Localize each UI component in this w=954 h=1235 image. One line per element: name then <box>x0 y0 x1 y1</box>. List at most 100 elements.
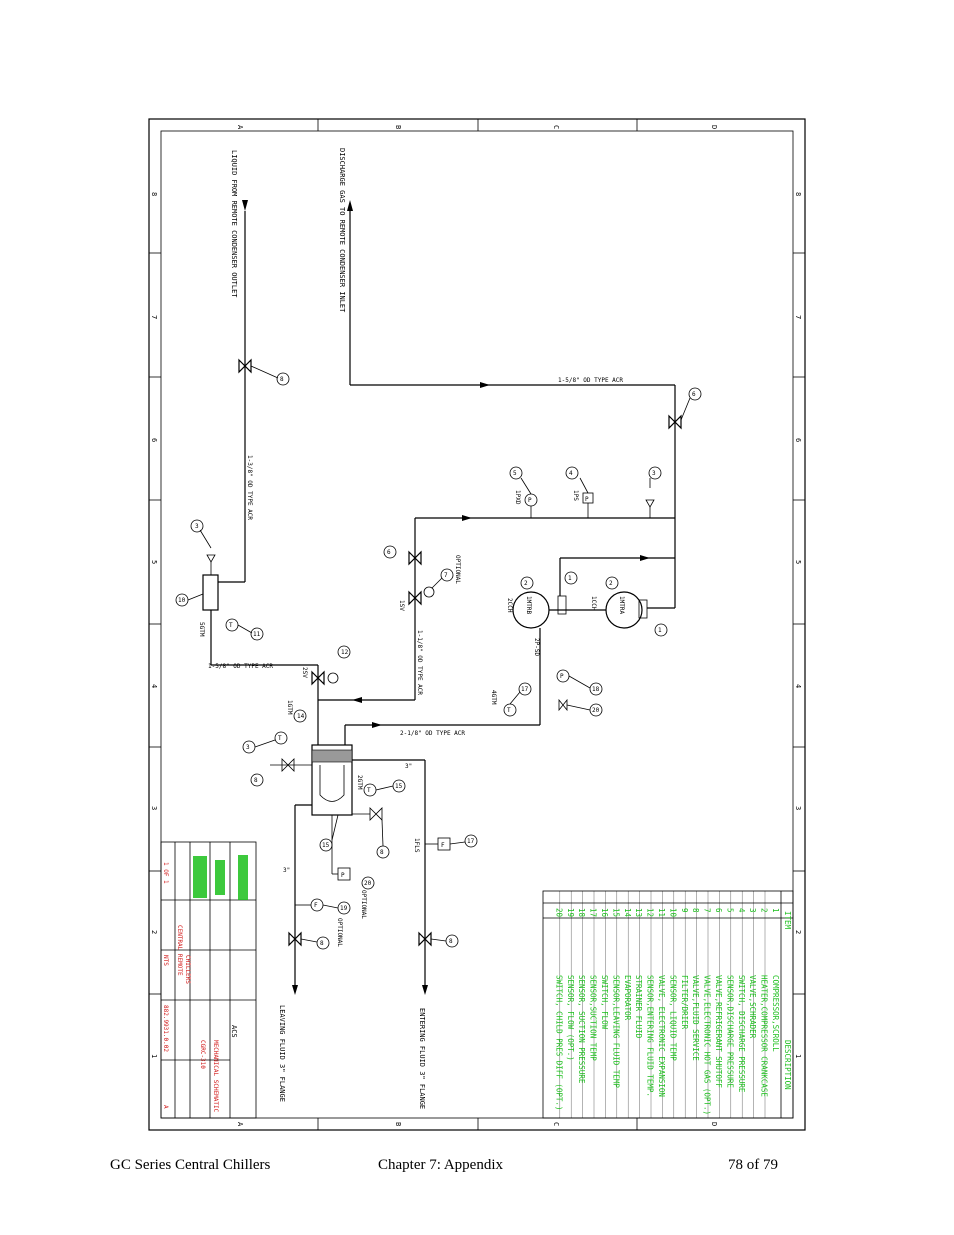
zone-number-1-right: 1 <box>794 1054 802 1058</box>
zone-letter-d-bottom: D <box>710 1122 718 1126</box>
footer-document-title: GC Series Central Chillers <box>110 1157 271 1173</box>
table-row-item-number: 17 <box>589 908 598 917</box>
optional-label-a: OPTIONAL <box>454 555 461 584</box>
table-row-item-number: 7 <box>703 908 712 913</box>
table-row-description: SWITCH, DISCHARGE PRESSURE <box>737 975 746 1093</box>
svg-text:10: 10 <box>178 597 186 604</box>
svg-text:17: 17 <box>467 838 475 845</box>
svg-text:2: 2 <box>524 580 528 587</box>
zone-number-6-left: 6 <box>150 438 158 442</box>
svg-text:20: 20 <box>364 880 372 887</box>
table-row-description: VALVE, ELECTRONIC EXPANSION <box>657 975 666 1097</box>
zone-letter-b-top: B <box>394 125 402 129</box>
svg-text:8: 8 <box>449 938 453 945</box>
table-row-item-number: 18 <box>577 908 586 918</box>
tag-1mtrb: 1MTRB <box>525 596 532 614</box>
table-row-item-number: 9 <box>680 908 689 913</box>
title-block-rev: A <box>162 1105 169 1109</box>
svg-text:8: 8 <box>380 849 384 856</box>
table-row-item-number: 4 <box>737 908 746 913</box>
svg-text:6: 6 <box>692 391 696 398</box>
svg-text:T: T <box>229 622 233 629</box>
liquid-branch-label: 1-5/8" OD TYPE ACR <box>208 663 273 670</box>
table-row-item-number: 5 <box>725 908 734 913</box>
svg-text:6: 6 <box>387 549 391 556</box>
svg-text:T: T <box>278 735 282 742</box>
zone-number-2-left: 2 <box>150 930 158 934</box>
zone-number-3-right: 3 <box>794 806 802 810</box>
zone-letter-c-bottom: C <box>552 1122 560 1126</box>
hot-gas-header: 3 P 4 1PS P 5 1PXD <box>414 466 675 700</box>
tag-2psd: 2P-SD <box>533 638 540 656</box>
three-inch-label-a: 3" <box>405 763 412 770</box>
table-row-description: SENSOR,ENTERING FLUID TEMP. <box>646 975 655 1097</box>
tag-1sv: 1SV <box>398 600 405 611</box>
table-row-description: EVAPORATOR <box>623 975 632 1021</box>
table-header-description: DESCRIPTION <box>783 1040 792 1090</box>
table-row-description: VALVE,REFRIGERANT SHUTOFF <box>714 975 723 1088</box>
liquid-line-label: 1-3/8" OD TYPE ACR <box>246 455 253 520</box>
footer-chapter: Chapter 7: Appendix <box>378 1157 503 1173</box>
zone-number-2-right: 2 <box>794 930 802 934</box>
tag-2gtm: 2GTM <box>356 775 363 790</box>
table-row-description: SENSOR, LIQUID TEMP <box>668 975 677 1061</box>
table-row-description: SENSOR, SUCTION PRESSURE <box>577 975 586 1084</box>
leaving-fluid-label: LEAVING FLUID 3" FLANGE <box>278 1005 286 1102</box>
tag-2cch: 2CCH <box>506 598 513 613</box>
svg-text:19: 19 <box>340 905 348 912</box>
compressor-group: 1MTRA 1MTRB 1 1 2 2 1CCH 2CCH 2P-SD P 18… <box>345 558 675 737</box>
table-row-description: SWITCH, FLOW <box>600 975 609 1030</box>
zone-number-8-right: 8 <box>794 192 802 196</box>
zone-number-4-left: 4 <box>150 684 158 688</box>
svg-text:P: P <box>341 872 345 879</box>
svg-text:18: 18 <box>592 686 600 693</box>
svg-text:8: 8 <box>254 777 258 784</box>
table-row-description: VALVE,SCHRADER <box>748 975 757 1039</box>
svg-text:F: F <box>441 842 445 849</box>
optional-label-c: OPTIONAL <box>336 918 343 947</box>
zone-letter-c-top: C <box>552 125 560 129</box>
entering-service-valve-icon <box>418 931 432 947</box>
title-block-sheet: 1 OF 1 <box>162 862 169 884</box>
tag-1cch: 1CCH <box>590 596 597 611</box>
discharge-line: 1-5/8" OD TYPE ACR 6 <box>347 200 702 608</box>
table-row-item-number: 2 <box>760 908 769 913</box>
svg-text:12: 12 <box>341 649 349 656</box>
svg-text:F: F <box>314 902 318 909</box>
title-block: MECHANICAL SCHEMATIC CGRC-310 ACS CENTRA… <box>160 841 257 1119</box>
entering-fluid-line: F 17 1FLS 8 <box>413 760 478 995</box>
svg-text:8: 8 <box>320 940 324 947</box>
table-row-description: VALVE,ELECTRONIC HOT GAS (OPT.) <box>703 975 712 1115</box>
svg-text:8: 8 <box>280 376 284 383</box>
table-row-description: FILTER/DRIER <box>680 975 689 1030</box>
svg-text:P: P <box>585 496 589 503</box>
svg-text:1: 1 <box>568 575 572 582</box>
zone-number-5-left: 5 <box>150 560 158 564</box>
zone-number-7-left: 7 <box>150 315 158 319</box>
table-row-item-number: 20 <box>554 908 563 918</box>
entering-fluid-label: ENTERING FLUID 3" FLANGE <box>418 1008 426 1109</box>
inner-border <box>160 130 794 1119</box>
table-row-description: VALVE,FLUID SERVICE <box>691 975 700 1061</box>
tag-1fls: 1FLS <box>413 838 420 853</box>
table-row-description: SENSOR,DISCHARGE PRESSURE <box>725 975 734 1088</box>
table-row-description: SWITCH, CHILD PRES DIFF (OPT.) <box>554 975 563 1110</box>
injection-line: 7 6 OPTIONAL 1SV 1-1/8" OD TYPE ACR <box>318 545 461 703</box>
table-row-description: HEATER,COMPRESSOR CRANKCASE <box>760 975 769 1097</box>
suction-line-label: 2-1/8" OD TYPE ACR <box>400 730 465 737</box>
svg-text:3: 3 <box>652 470 656 477</box>
table-row-item-number: 13 <box>634 908 643 917</box>
zone-number-3-left: 3 <box>150 806 158 810</box>
title-block-category-2: CHILLERS <box>184 955 191 984</box>
svg-text:17: 17 <box>521 686 529 693</box>
table-row-item-number: 11 <box>657 908 666 917</box>
table-row-item-number: 12 <box>646 908 655 917</box>
title-block-company: ACS <box>230 1025 238 1038</box>
table-row-item-number: 1 <box>771 908 780 913</box>
table-row-item-number: 16 <box>600 908 609 918</box>
discharge-to-condenser-label: DISCHARGE GAS TO REMOTE CONDENSER INLET <box>338 148 346 313</box>
svg-text:4: 4 <box>569 470 573 477</box>
discharge-outlet-arrow <box>347 200 353 211</box>
